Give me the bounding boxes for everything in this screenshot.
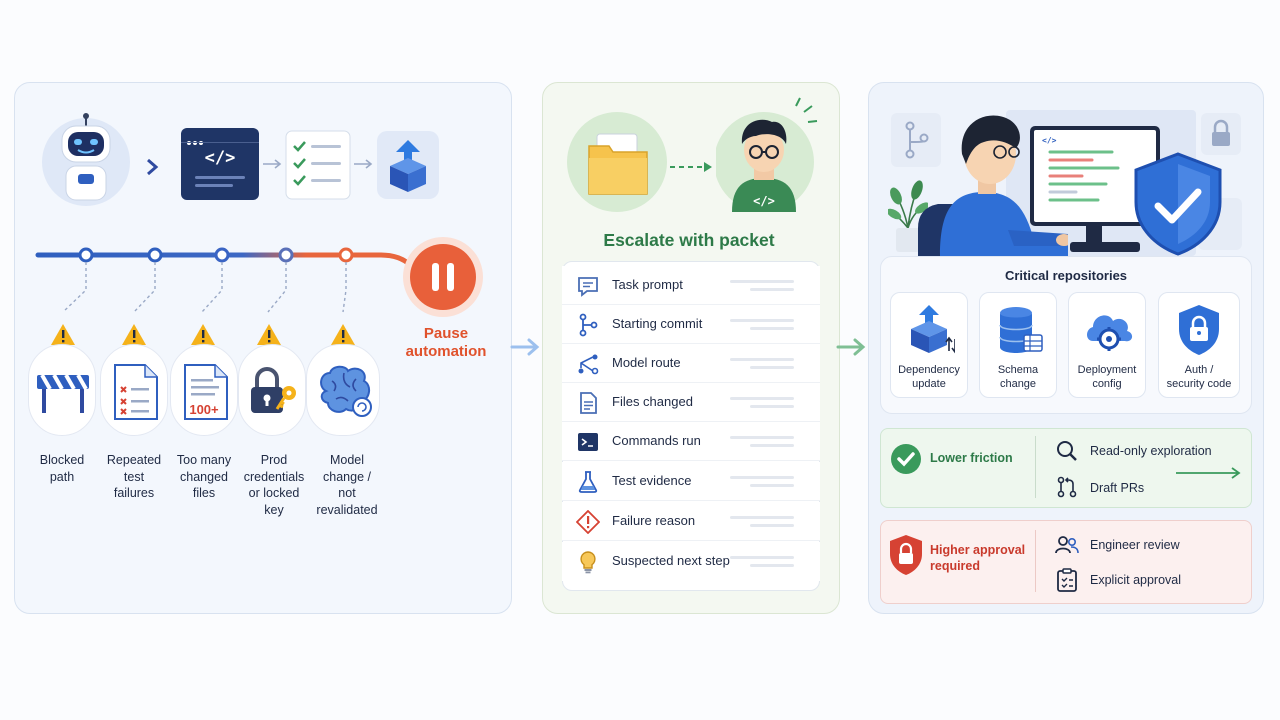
lower-friction-item: Read-only exploration	[1090, 444, 1212, 458]
warning-icon	[331, 324, 355, 345]
file-icon	[580, 392, 597, 414]
plant-icon	[888, 180, 928, 252]
chat-icon	[578, 277, 598, 297]
checklist-item: Commands run	[562, 422, 820, 461]
trigger-many-files: 100+	[170, 344, 238, 436]
warning-icon	[122, 324, 146, 345]
arrow-right-icon	[263, 159, 282, 169]
checklist-item: Files changed	[562, 383, 820, 422]
route-icon	[578, 354, 599, 375]
arrow-right-icon	[1176, 467, 1241, 479]
clipboard-check-icon	[1057, 568, 1077, 592]
warning-icon	[257, 324, 281, 345]
monitor-code-text: </>	[1042, 136, 1057, 145]
checklist-icon	[285, 130, 351, 200]
robot-icon	[42, 113, 130, 206]
package-deploy-icon	[377, 131, 439, 199]
code-window-icon: </>	[181, 128, 259, 200]
lower-friction-item: Draft PRs	[1090, 481, 1145, 495]
arrow-right-icon	[836, 338, 866, 356]
flask-icon	[578, 471, 598, 493]
escalate-title: Escalate with packet	[603, 230, 775, 250]
monitor-stand	[1086, 226, 1102, 242]
engineer-at-desk	[918, 115, 1068, 256]
lower-friction-label: Lower friction	[930, 451, 1013, 465]
trigger-blocked-path	[28, 344, 96, 436]
brain-icon	[320, 365, 372, 417]
approval-item: Explicit approval	[1090, 573, 1182, 587]
branch-icon	[891, 113, 941, 167]
pause-button[interactable]	[402, 236, 484, 318]
search-icon	[1057, 441, 1077, 461]
repo-auth-security[interactable]: Auth /security code	[1158, 292, 1240, 398]
checklist-item: Suspected next step	[562, 542, 820, 581]
keyboard	[1070, 242, 1140, 252]
failed-tests-icon	[114, 364, 158, 420]
check-circle-icon	[891, 444, 921, 474]
lock-tile-icon	[1201, 113, 1241, 155]
higher-approval-card	[880, 520, 1252, 604]
checklist-item: Starting commit	[562, 305, 820, 344]
users-icon	[1055, 536, 1079, 554]
checklist-item: Failure reason	[562, 502, 820, 541]
warning-diamond-icon	[576, 510, 600, 534]
chevron-right-icon	[147, 158, 159, 176]
checklist-item: Model route	[562, 344, 820, 383]
lock-key-icon	[251, 367, 296, 413]
pull-request-icon	[1057, 476, 1077, 498]
divider	[1035, 530, 1036, 592]
changed-files-icon	[184, 364, 228, 420]
commit-icon	[579, 313, 598, 337]
approval-item: Engineer review	[1090, 538, 1180, 552]
lightbulb-icon	[580, 551, 596, 574]
trigger-prod-credentials	[238, 344, 306, 436]
terminal-icon	[578, 433, 598, 451]
trigger-test-failures	[100, 344, 168, 436]
engineer-avatar	[716, 97, 818, 212]
folder-icon	[567, 112, 667, 212]
database-icon	[999, 307, 1043, 353]
arrow-right-icon	[354, 159, 373, 169]
critical-repos-title: Critical repositories	[1004, 268, 1128, 283]
roadblock-icon	[37, 374, 89, 413]
package-icon	[911, 305, 955, 354]
cloud-gear-icon	[1087, 315, 1133, 351]
arrow-right-icon	[510, 338, 540, 356]
trigger-model-change	[306, 344, 380, 436]
checklist-item: Test evidence	[562, 462, 820, 501]
timeline	[35, 247, 413, 313]
lock-shield-icon	[890, 535, 922, 575]
warning-icon	[191, 324, 215, 345]
divider	[1035, 436, 1036, 498]
lock-shield-icon	[1179, 305, 1219, 355]
warning-icon	[51, 324, 75, 345]
code-icon-text: </>	[204, 148, 236, 168]
dashed-arrow-icon	[670, 162, 712, 172]
file-count-badge: 100+	[189, 402, 219, 417]
hoodie-code-text: </>	[753, 194, 775, 208]
checklist-item: Task prompt	[562, 266, 820, 305]
pause-label: Pause automation	[405, 325, 487, 360]
security-shield-icon	[1134, 152, 1222, 256]
